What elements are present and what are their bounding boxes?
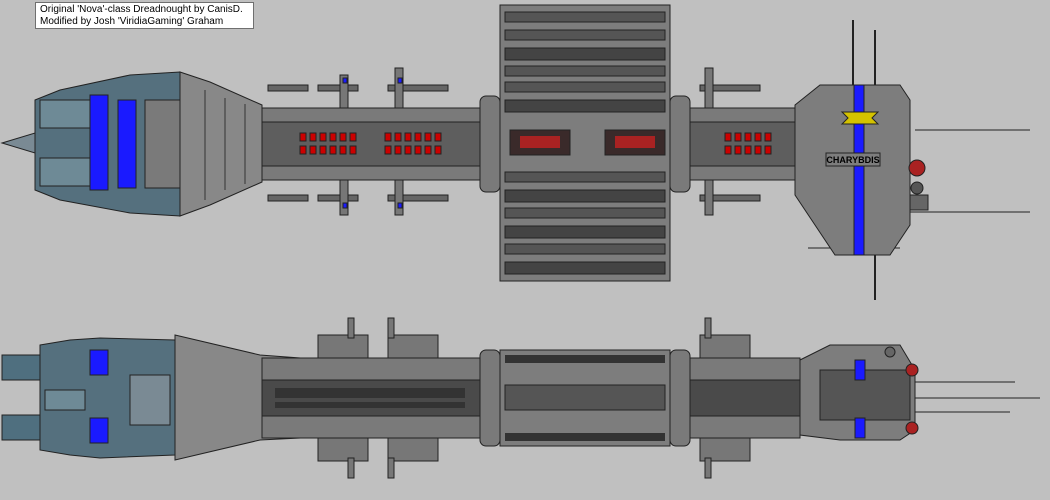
top-red-lights-rear [299,132,357,155]
side-engine-block [1,337,176,459]
side-ring-rear [479,349,501,447]
top-engine-blue-stripe-1 [89,94,109,191]
top-engine-blue-stripe-2 [117,99,137,189]
side-bow [799,344,1040,441]
top-view: CHARYBDIS [0,4,1030,300]
top-central-module [499,4,671,282]
credit-line-original: Original 'Nova'-class Dreadnought by Can… [40,4,243,15]
emblem-icon [840,111,880,125]
side-view [1,317,1040,479]
side-turrets [317,317,751,479]
top-red-lights-front [724,132,772,155]
side-engine-blue-stripe-1 [89,349,109,376]
side-engine-blue-stripe-2 [89,417,109,444]
ship-name-plate: CHARYBDIS [826,155,879,165]
side-bow-blue-stripe-top [854,359,866,381]
top-ring-rear [479,95,501,193]
top-rear-hull [179,71,263,217]
top-engine-block [34,71,191,217]
side-bow-blue-stripe-bottom [854,417,866,439]
top-ring-front [669,95,691,193]
side-ring-front [669,349,691,447]
top-turrets [267,67,761,216]
top-red-lights-mid [384,132,442,155]
top-rear-spike [0,132,36,154]
top-bow [794,20,1030,300]
top-bow-blue-stripe [853,84,865,256]
side-central-module [499,349,671,447]
name-plate [825,152,881,167]
credit-line-modified: Modified by Josh 'ViridiaGaming' Graham [40,16,224,27]
credits-box: Original 'Nova'-class Dreadnought by Can… [35,2,254,29]
